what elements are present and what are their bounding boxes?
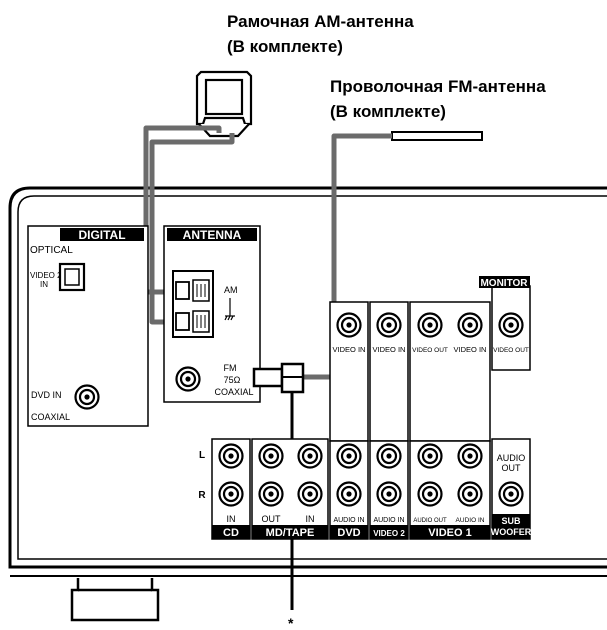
cd-in-r-jack — [218, 481, 244, 507]
video1-audio-out-label: AUDIO OUT — [413, 518, 447, 524]
l-label: L — [199, 450, 205, 461]
monitor-video-out-jack — [498, 312, 524, 338]
video-jack-columns — [329, 285, 531, 540]
ground-icon — [224, 298, 235, 321]
cd-in-label: IN — [227, 514, 236, 524]
md-tape-in-r-jack — [297, 481, 323, 507]
md-tape-out-label: OUT — [262, 514, 282, 524]
dvd-audio-in-l-jack — [336, 443, 362, 469]
optical-label: OPTICAL — [30, 245, 73, 256]
dvd-coaxial-jack — [74, 384, 100, 410]
optical-port — [58, 262, 86, 292]
video2-audio-in-label: AUDIO IN — [373, 517, 404, 524]
sub-woofer-out-label: OUT — [502, 463, 522, 473]
fm-antenna-caption-line2: (В комплекте) — [330, 102, 446, 121]
footnote-asterisk: * — [288, 615, 294, 630]
group-label-bars — [212, 514, 530, 539]
sub-woofer-audio-label: AUDIO — [497, 453, 526, 463]
video1-video-out-jack — [417, 312, 443, 338]
md-tape-out-r-jack — [258, 481, 284, 507]
md-tape-out-l-jack — [258, 443, 284, 469]
video1-video-out-label: VIDEO OUT — [412, 347, 448, 354]
am-antenna-caption-line1: Рамочная AM-антенна — [227, 12, 414, 31]
dvd-group-label: DVD — [337, 527, 360, 539]
receiver-foot — [70, 578, 160, 622]
dvd-audio-in-r-jack — [336, 481, 362, 507]
coaxial-label: COAXIAL — [31, 412, 70, 422]
video2-in-label: VIDEO 2 — [30, 271, 62, 280]
antenna-title: ANTENNA — [183, 228, 242, 242]
video1-video-in-jack — [457, 312, 483, 338]
md-tape-group-label: MD/TAPE — [266, 527, 315, 539]
video1-video-in-label: VIDEO IN — [454, 345, 487, 354]
cd-group-label: CD — [223, 527, 239, 539]
fm-wire-antenna — [391, 131, 483, 141]
video1-group-label: VIDEO 1 — [428, 527, 471, 539]
digital-panel: DIGITAL OPTICAL VIDEO 2 IN DVD IN COAXIA… — [27, 225, 149, 427]
video2-audio-in-r-jack — [376, 481, 402, 507]
sub-woofer-group-label: SUB — [501, 516, 521, 526]
fm-coaxial-jack — [175, 366, 201, 392]
fm-antenna-caption: Проволочная FM-антенна (В комплекте) — [330, 74, 546, 124]
antenna-coaxial-label: COAXIAL — [214, 387, 253, 397]
dvd-in-label: DVD IN — [31, 390, 62, 400]
video1-audio-in-l-jack — [457, 443, 483, 469]
fm-antenna-caption-line1: Проволочная FM-антенна — [330, 77, 546, 96]
dvd-video-in-jack — [336, 312, 362, 338]
antenna-cables — [143, 125, 392, 380]
video1-audio-out-r-jack — [417, 481, 443, 507]
video2-in-label-2: IN — [40, 280, 48, 289]
fm-connector-plug — [252, 362, 305, 394]
dvd-video-in-label: VIDEO IN — [333, 345, 366, 354]
r-label: R — [198, 490, 206, 501]
am-antenna-caption: Рамочная AM-антенна (В комплекте) — [227, 9, 414, 59]
dvd-audio-in-label: AUDIO IN — [333, 517, 364, 524]
ohm-label: 75Ω — [224, 375, 241, 385]
sub-woofer-audio-out-jack — [498, 481, 524, 507]
cd-in-l-jack — [218, 443, 244, 469]
antenna-panel: ANTENNA AM FM 75Ω COAXIAL — [163, 225, 261, 403]
video2-group-label: VIDEO 2 — [373, 529, 405, 538]
video1-audio-out-l-jack — [417, 443, 443, 469]
video2-video-in-label: VIDEO IN — [373, 345, 406, 354]
monitor-title: MONITOR — [480, 278, 528, 289]
video1-audio-in-r-jack — [457, 481, 483, 507]
am-label: AM — [224, 285, 238, 295]
receiver-chassis — [8, 186, 607, 577]
monitor-video-out-label: VIDEO OUT — [493, 347, 529, 354]
am-antenna-caption-line2: (В комплекте) — [227, 37, 343, 56]
video2-video-in-jack — [376, 312, 402, 338]
video2-audio-in-l-jack — [376, 443, 402, 469]
digital-title: DIGITAL — [78, 228, 125, 242]
sub-woofer-group-label-2: WOOFER — [491, 527, 532, 537]
fm-label: FM — [224, 363, 237, 373]
md-tape-in-label: IN — [306, 514, 315, 524]
video1-audio-in-label: AUDIO IN — [456, 517, 485, 524]
md-tape-in-l-jack — [297, 443, 323, 469]
